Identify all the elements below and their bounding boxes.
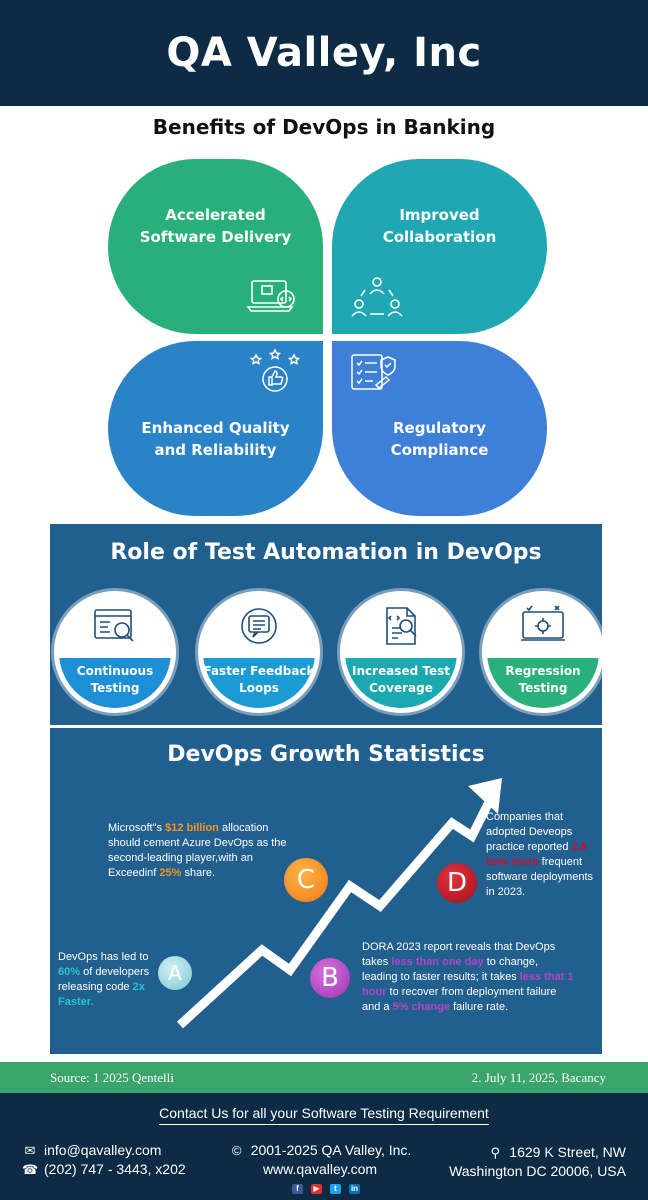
benefit-line2: and Reliability bbox=[154, 441, 277, 459]
stat-deployment-frequency: Companies that adopted Deveops practice … bbox=[486, 811, 593, 898]
location-pin-icon: ⚲ bbox=[490, 1145, 501, 1160]
source-bar: Source: 1 2025 Qentelli 2. July 11, 2025… bbox=[0, 1062, 648, 1093]
source-right: 2. July 11, 2025, Bacancy bbox=[471, 1070, 606, 1085]
badge-a: A bbox=[158, 956, 192, 990]
badge-b: B bbox=[310, 958, 350, 998]
email-link[interactable]: info@qavalley.com bbox=[44, 1142, 162, 1158]
checklist-shield-icon bbox=[351, 354, 396, 390]
benefits-title: Benefits of DevOps in Banking bbox=[152, 115, 496, 139]
address-line1: 1629 K Street, NW bbox=[509, 1144, 626, 1160]
benefit-line1: Regulatory bbox=[392, 419, 487, 437]
website-link[interactable]: www.qavalley.com bbox=[262, 1161, 378, 1177]
linkedin-icon[interactable]: in bbox=[349, 1184, 360, 1194]
role-faster-feedback-loops: Faster Feedback Loops bbox=[198, 591, 320, 713]
role-line2: Loops bbox=[239, 681, 279, 695]
devops-growth-statistics-section: DevOps Growth Statistics Microsoft"s $12… bbox=[50, 728, 602, 1054]
laptop-code-icon bbox=[246, 280, 295, 312]
role-line1: Faster Feedback bbox=[203, 664, 315, 678]
company-title: QA Valley, Inc bbox=[166, 30, 482, 76]
benefit-enhanced-quality: Enhanced Quality and Reliability bbox=[108, 341, 323, 516]
role-line1: Increased Test bbox=[352, 664, 450, 678]
copyright-text: 2001-2025 QA Valley, Inc. bbox=[250, 1142, 412, 1158]
role-regression-testing: Regression Testing bbox=[482, 591, 604, 713]
footer: Contact Us for all your Software Testing… bbox=[0, 1093, 648, 1200]
benefit-improved-collaboration: Improved Collaboration bbox=[332, 159, 547, 334]
thumbs-up-stars-icon bbox=[250, 349, 300, 392]
role-continuous-testing: Continuous Testing bbox=[54, 591, 176, 713]
benefit-line1: Improved bbox=[399, 206, 480, 224]
role-of-test-automation-section: Role of Test Automation in DevOps Contin… bbox=[50, 524, 604, 725]
benefit-line2: Collaboration bbox=[382, 228, 497, 246]
badge-d: D bbox=[437, 863, 477, 903]
team-cycle-icon bbox=[351, 277, 403, 317]
badge-c: C bbox=[284, 858, 328, 902]
stat-microsoft-allocation: Microsoft"s $12 billion allocation shoul… bbox=[108, 822, 287, 879]
address-line2: Washington DC 20006, USA bbox=[449, 1163, 626, 1179]
role-increased-test-coverage: Increased Test Coverage bbox=[340, 591, 462, 713]
monitor-gear-icon bbox=[521, 605, 565, 641]
benefit-accelerated-delivery: Accelerated Software Delivery bbox=[108, 159, 323, 334]
facebook-icon[interactable]: f bbox=[292, 1184, 303, 1194]
phone-number[interactable]: (202) 747 - 3443, x202 bbox=[44, 1161, 186, 1177]
twitter-icon[interactable]: t bbox=[330, 1184, 341, 1194]
benefit-line1: Accelerated bbox=[165, 206, 266, 224]
stat-dora-report: DORA 2023 report reveals that DevOps tak… bbox=[362, 941, 574, 1013]
growth-arrow-icon bbox=[176, 778, 502, 1029]
contact-heading: Contact Us for all your Software Testing… bbox=[159, 1105, 489, 1125]
role-title: Role of Test Automation in DevOps bbox=[110, 540, 542, 565]
header-bar: QA Valley, Inc bbox=[0, 0, 648, 106]
benefit-regulatory-compliance: Regulatory Compliance bbox=[332, 341, 547, 516]
document-search-icon bbox=[386, 607, 417, 645]
copyright-icon: © bbox=[231, 1143, 242, 1158]
role-line2: Testing bbox=[90, 681, 140, 695]
stat-developers-release-faster: DevOps has led to 60% of developers rele… bbox=[58, 951, 150, 1008]
youtube-icon[interactable]: ▶ bbox=[311, 1184, 322, 1194]
envelope-icon: ✉ bbox=[24, 1143, 36, 1158]
role-line1: Regression bbox=[505, 664, 581, 678]
feedback-chat-icon bbox=[241, 608, 277, 644]
role-line1: Continuous bbox=[76, 664, 154, 678]
benefit-line2: Software Delivery bbox=[139, 228, 292, 246]
growth-title: DevOps Growth Statistics bbox=[167, 742, 485, 767]
phone-icon: ☎ bbox=[22, 1162, 39, 1177]
browser-search-icon bbox=[94, 609, 134, 642]
role-line2: Testing bbox=[518, 681, 568, 695]
benefit-line1: Enhanced Quality bbox=[141, 419, 290, 437]
social-links: f ▶ t in bbox=[292, 1184, 360, 1194]
benefit-line2: Compliance bbox=[390, 441, 489, 459]
role-line2: Coverage bbox=[369, 681, 433, 695]
source-left: Source: 1 2025 Qentelli bbox=[50, 1070, 174, 1085]
